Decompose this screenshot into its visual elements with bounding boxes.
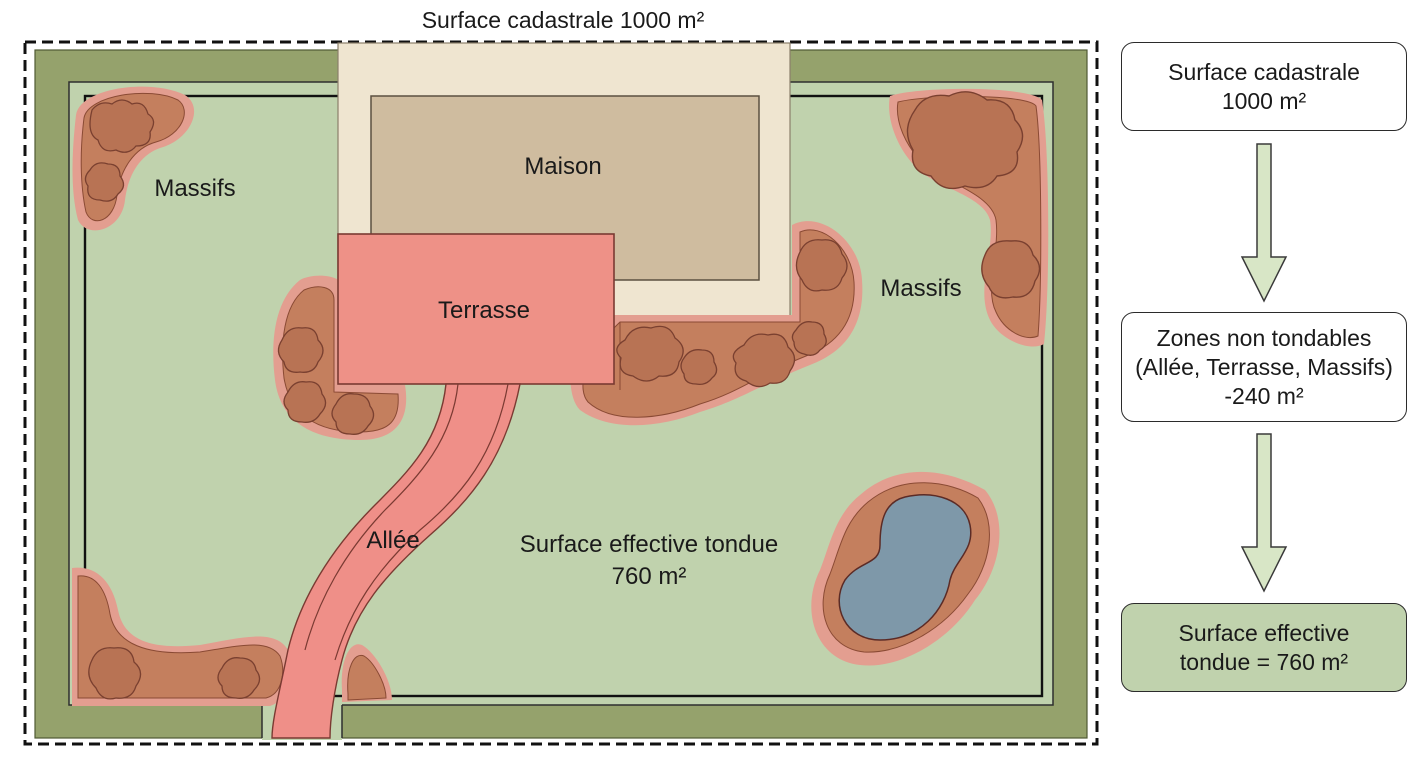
flow-box-effective-line2: tondue = 760 m² [1179, 648, 1349, 675]
house-label: Maison [524, 153, 601, 180]
flow-box-non-mowable-line1: Zones non tondables [1156, 324, 1372, 351]
path-label: Allée [366, 527, 419, 554]
terrace [337, 233, 615, 385]
flow-box-cadastral-line2: 1000 m² [1221, 87, 1307, 114]
massif-middle-right [570, 221, 863, 426]
massif-top-right [889, 88, 1049, 347]
pond-area [811, 471, 1000, 666]
massif-left-terrace [273, 275, 407, 440]
massifs-left-label: Massifs [154, 175, 235, 202]
lawn-label-line2: 760 m² [612, 563, 687, 590]
flow-box-non-mowable-line2: (Allée, Terrasse, Massifs) [1135, 353, 1393, 380]
flow-box-effective: Surface effective tondue = 760 m² [1121, 603, 1407, 692]
flow-box-cadastral-line1: Surface cadastrale [1168, 58, 1360, 85]
massif-bottom-path [341, 644, 392, 702]
flow-box-non-mowable-line3: -240 m² [1224, 382, 1304, 409]
terrace-label: Terrasse [438, 297, 530, 324]
flow-box-effective-line1: Surface effective [1178, 619, 1350, 646]
cadastral-top-label: Surface cadastrale 1000 m² [422, 7, 705, 33]
arrow-down-icon [1240, 143, 1288, 303]
garden-path [271, 383, 521, 739]
flow-box-cadastral: Surface cadastrale 1000 m² [1121, 42, 1407, 131]
pond [838, 494, 972, 641]
arrow-down-icon [1240, 433, 1288, 593]
flow-box-non-mowable: Zones non tondables (Allée, Terrasse, Ma… [1121, 312, 1407, 422]
massifs-right-label: Massifs [880, 275, 961, 302]
lawn-label-line1: Surface effective tondue [520, 531, 778, 558]
cadastral-boundary [23, 40, 1099, 746]
massif-top-left [72, 86, 195, 231]
